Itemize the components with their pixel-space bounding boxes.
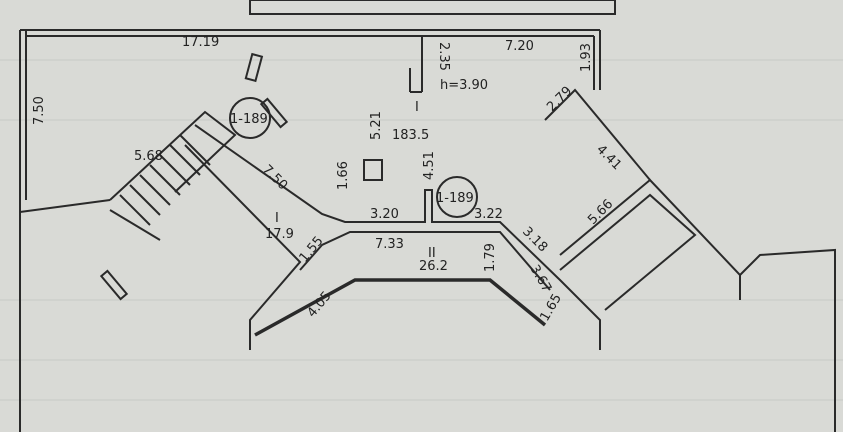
dim-label: 1.93 [579,43,594,72]
dim-label: 1.79 [483,243,498,272]
labels: 17.19 2.35 7.20 1.93 h=3.90 7.50 1-189 5… [32,35,624,324]
room-number: I [275,211,279,226]
dim-label: 17.19 [182,35,219,50]
dim-label: 5.68 [134,149,163,164]
section-marker-label: 1-189 [230,112,268,127]
dim-label: 2.79 [544,84,575,115]
room-area: 17.9 [265,227,294,242]
section-markers [229,97,478,218]
room-area: 183.5 [392,128,429,143]
stairs [119,134,211,226]
height-label: h=3.90 [440,78,488,93]
walls [19,0,836,432]
room-number: II [428,246,436,261]
dim-label: 3.20 [370,207,399,222]
dim-label: 7.20 [505,39,534,54]
dim-label: 2.35 [436,42,451,71]
dim-label: 1.65 [537,291,564,324]
dim-label: 5.21 [369,111,384,140]
room-number: I [415,100,419,115]
dim-label: 4.51 [422,151,437,180]
room-area: 26.2 [419,259,448,274]
dim-label: 1.66 [336,161,351,190]
dim-label: 7.50 [32,96,47,125]
dim-label: 3.18 [519,224,550,255]
dim-label: 3.22 [474,207,503,222]
dim-label: 4.41 [593,142,624,173]
dim-label: 3.67 [527,263,554,296]
paper-grid [0,59,843,401]
section-marker-label: 1-189 [436,191,474,206]
dim-label: 1.55 [297,234,327,266]
dim-label: 7.33 [375,237,404,252]
